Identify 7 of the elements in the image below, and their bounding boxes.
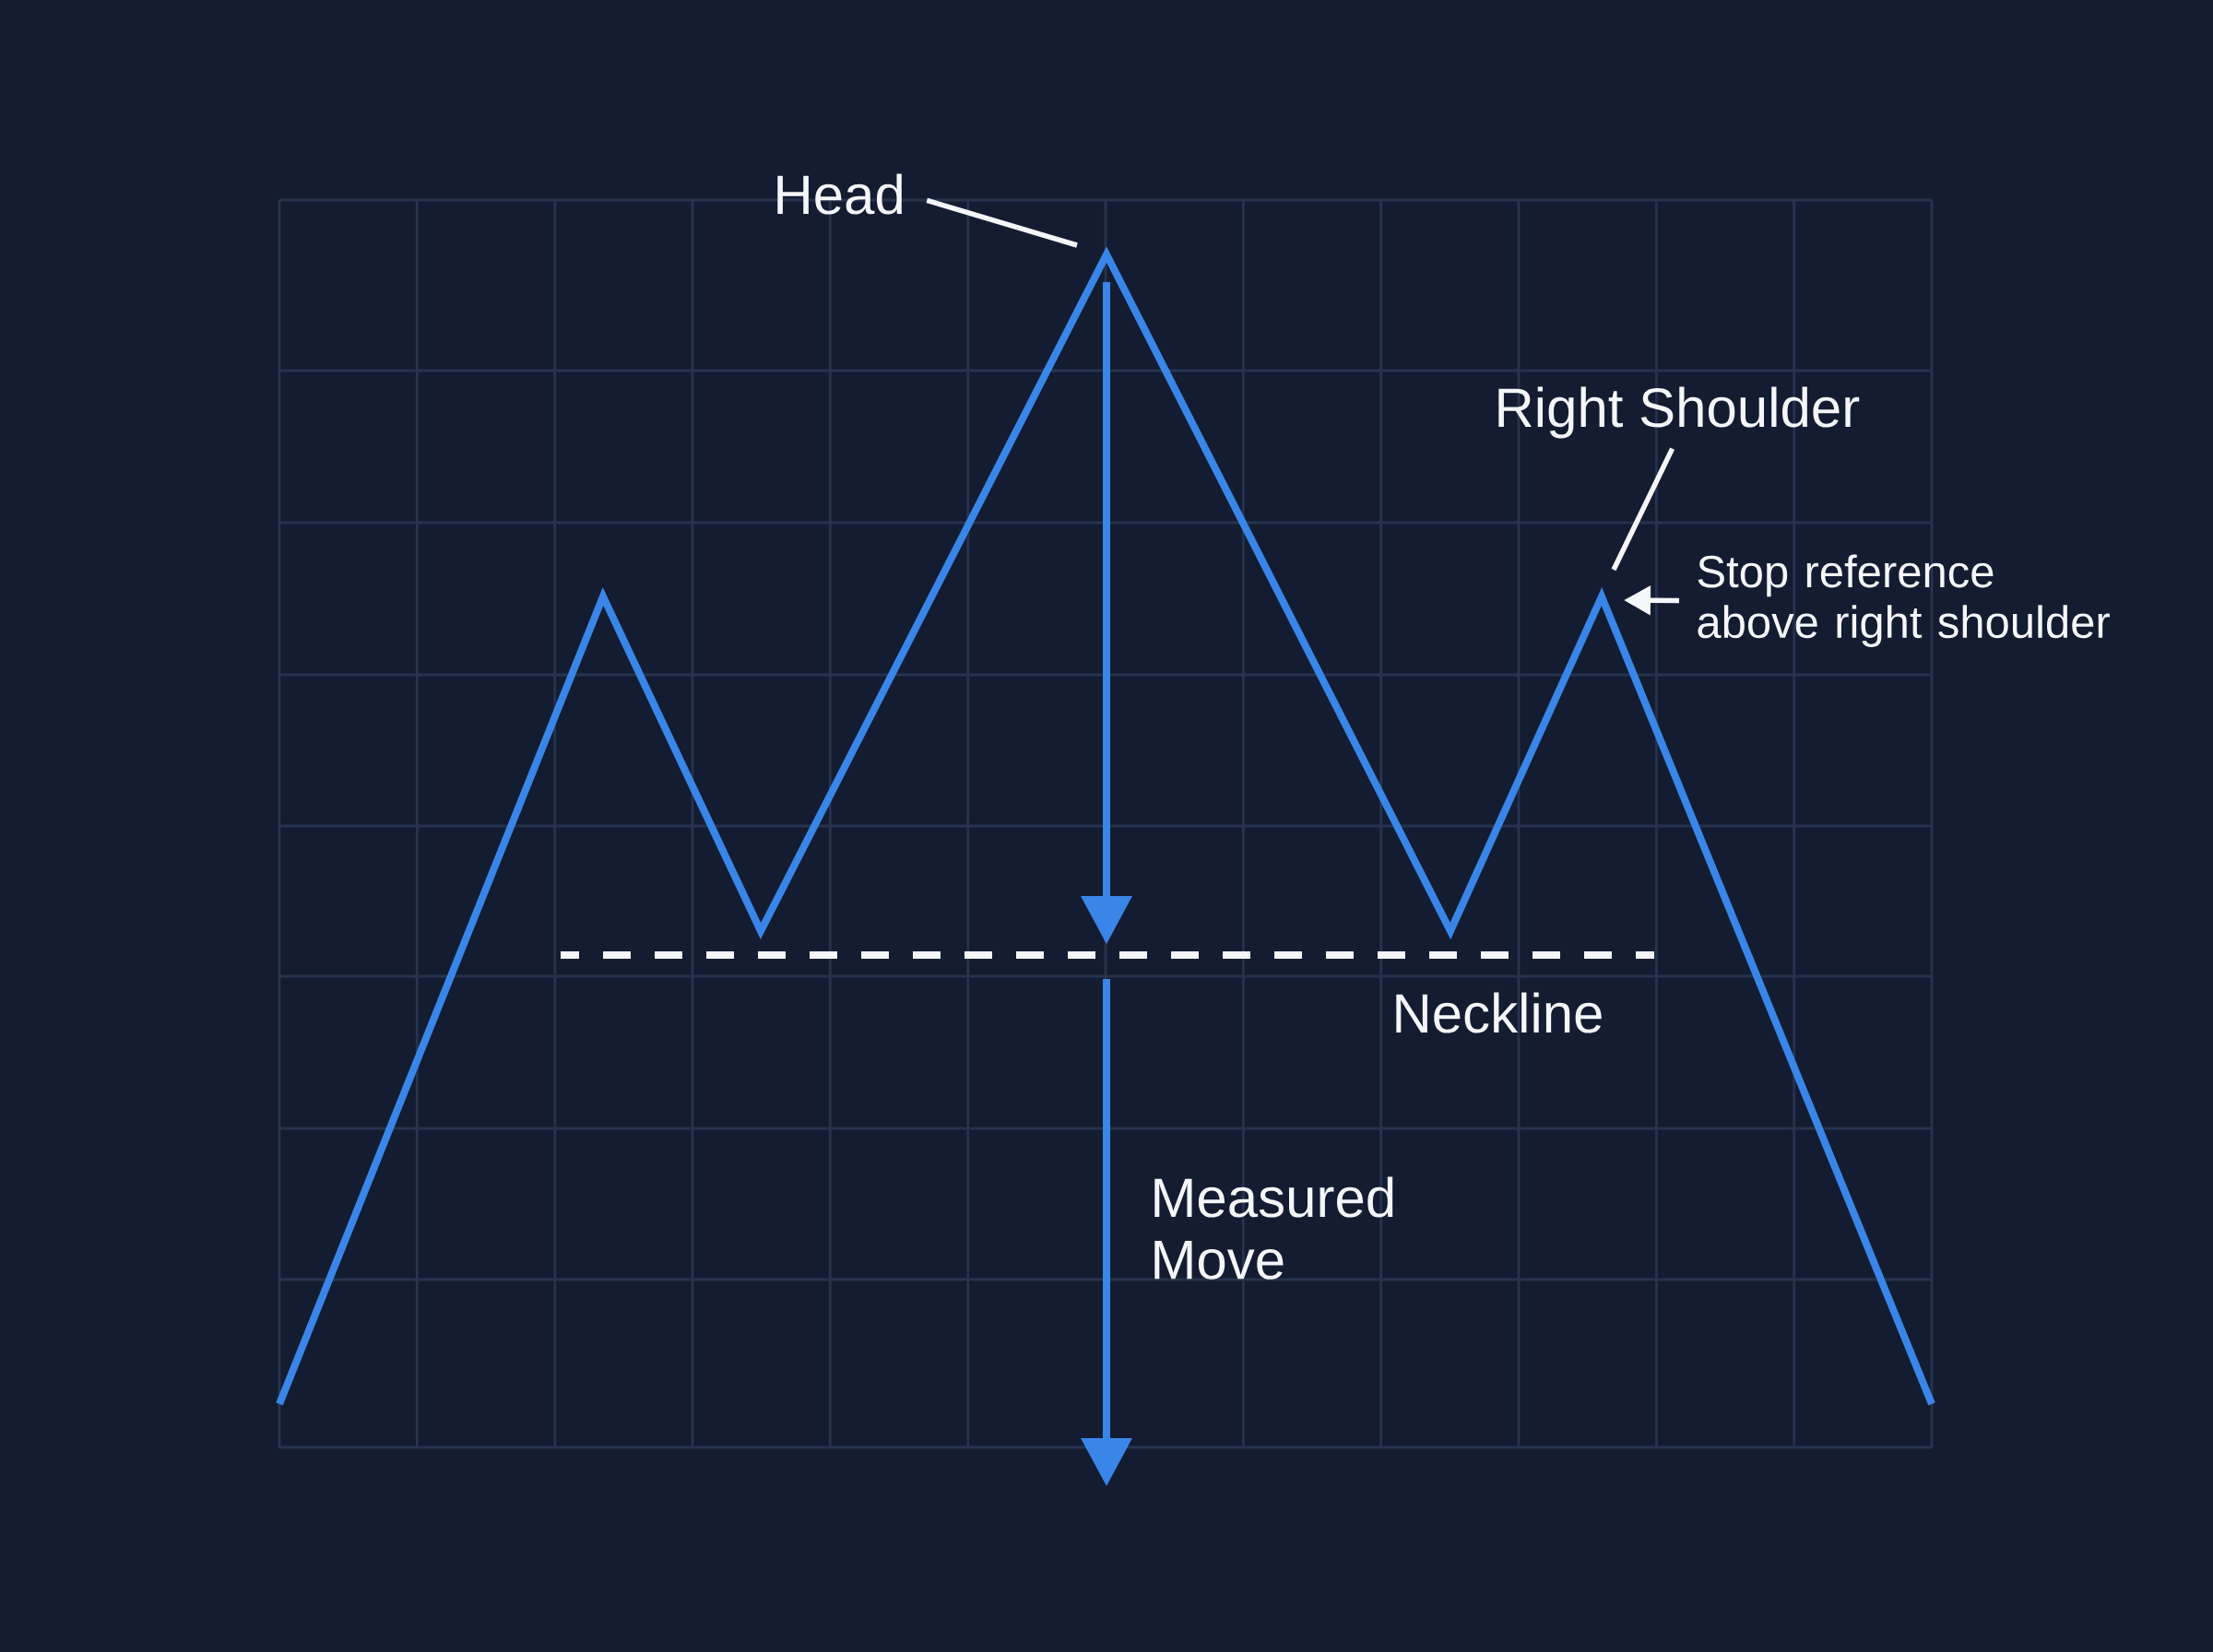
- leader-line: [926, 197, 1078, 248]
- annotation-label: Measured Move: [1154, 1176, 1393, 1280]
- annotation-label: Head: [777, 173, 902, 215]
- annotation-label: Right Shoulder: [1498, 386, 1860, 439]
- leader-line: [1611, 447, 1675, 572]
- annotation-label: Neckline: [1396, 992, 1602, 1033]
- annotation-label: Stop reference above right shoulder: [1698, 554, 2110, 647]
